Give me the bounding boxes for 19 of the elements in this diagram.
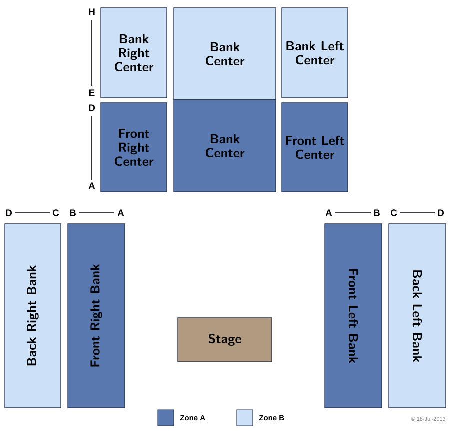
seating-section: Front Left Center — [282, 102, 348, 192]
seating-section: Front Right Center — [100, 102, 168, 192]
seating-section: Back Right Bank — [4, 224, 62, 408]
row-letter: B — [374, 210, 380, 216]
seating-section: Back Left Bank — [388, 224, 446, 408]
seating-section: Bank Center — [174, 8, 276, 100]
seating-section: Front Right Bank — [68, 224, 126, 408]
row-letter: A — [118, 210, 124, 216]
row-letter: A — [326, 210, 332, 216]
seating-section: Front Left Bank — [324, 224, 382, 408]
seating-section: Bank Center — [174, 100, 276, 192]
row-letter: D — [89, 104, 96, 112]
row-letter: B — [70, 210, 76, 216]
row-letter: E — [90, 90, 95, 96]
stage-box: Stage — [178, 318, 272, 362]
seating-section: Bank Right Center — [100, 8, 168, 98]
seating-section: Bank Left Center — [282, 8, 348, 98]
row-letter: C — [390, 210, 398, 216]
row-letter: C — [52, 210, 60, 216]
